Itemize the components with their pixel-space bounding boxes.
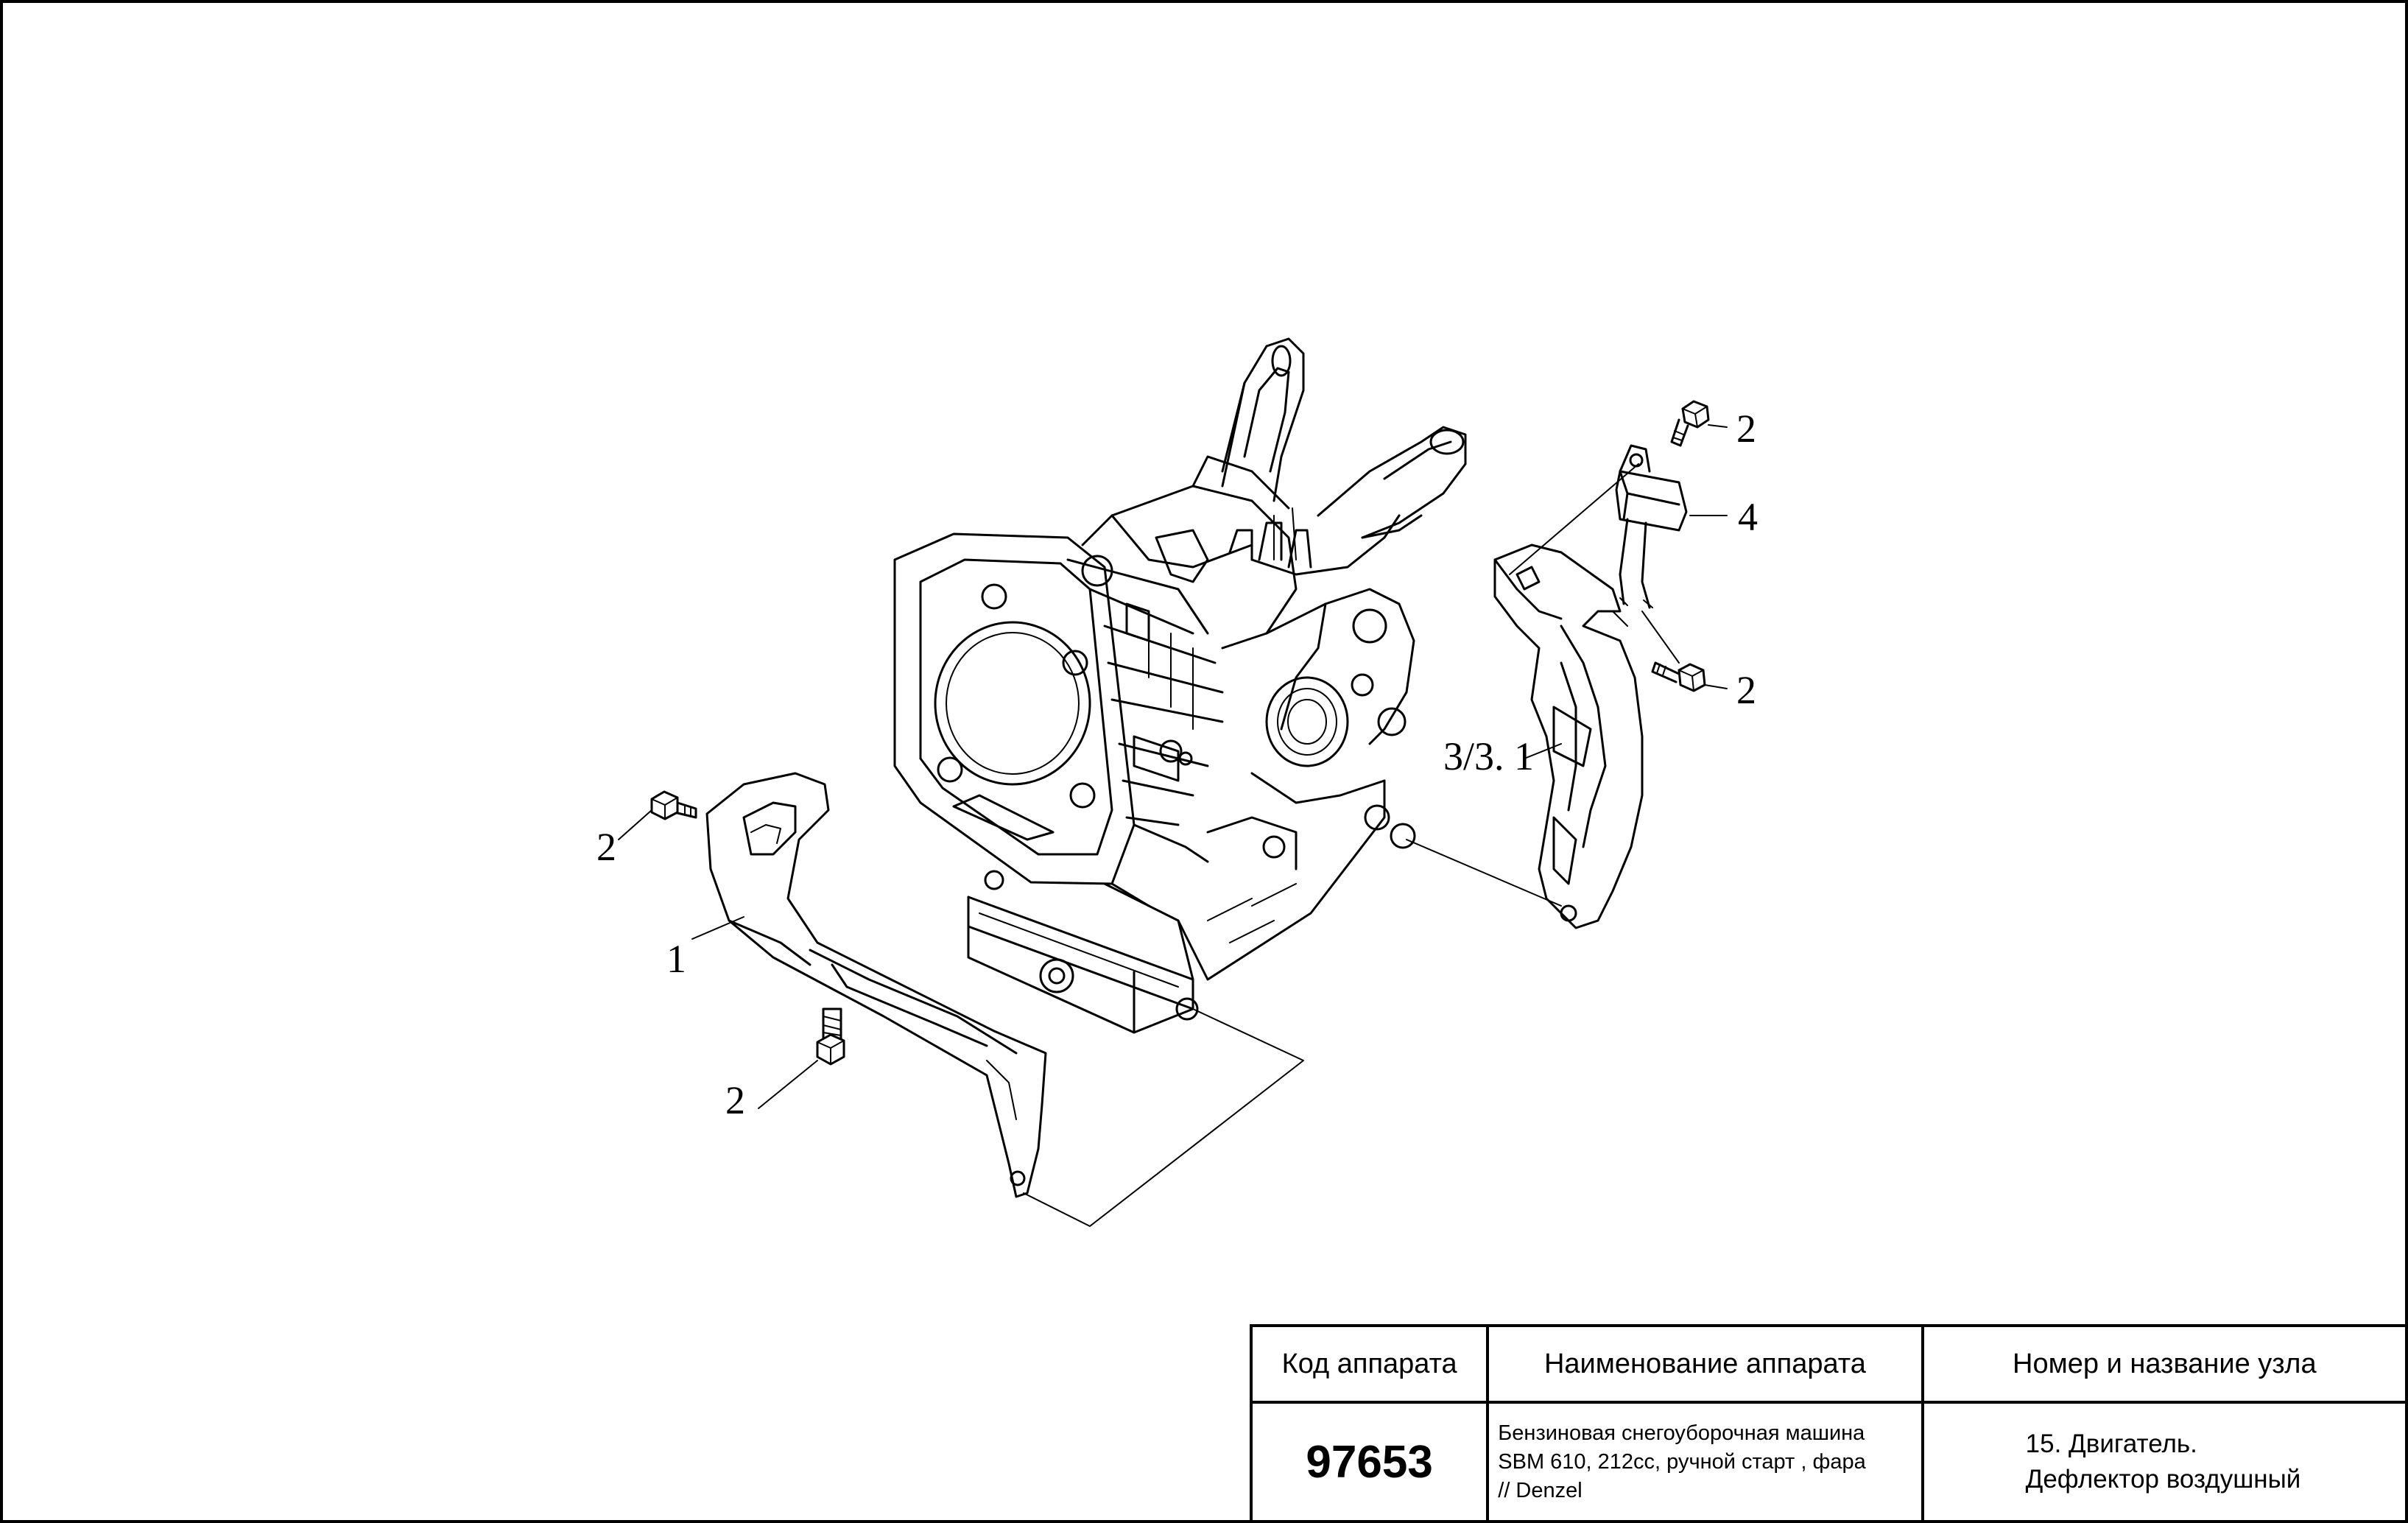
callout-4[interactable]: 4 — [1738, 495, 1758, 539]
header-device-code: Код аппарата — [1249, 1324, 1490, 1404]
ignition-module — [1615, 444, 1688, 609]
callout-3[interactable]: 3/3. 1 — [1443, 734, 1534, 778]
callout-2-bottom[interactable]: 2 — [725, 1078, 745, 1122]
bolt-left — [650, 790, 697, 820]
callout-1[interactable]: 1 — [666, 937, 686, 981]
device-name-line-2: SBM 610, 212cc, ручной старт , фара — [1498, 1449, 1866, 1474]
engine-block — [893, 337, 1467, 1034]
side-cover-right — [1493, 544, 1644, 929]
air-deflector-left — [705, 772, 1047, 1198]
callout-2-top[interactable]: 2 — [1736, 407, 1756, 451]
node-line-2: Дефлектор воздушный — [2025, 1465, 2301, 1494]
node-name: 15. Двигатель. Дефлектор воздушный — [1921, 1401, 2408, 1523]
device-name: Бензиновая снегоуборочная машина SBM 610… — [1486, 1401, 1924, 1523]
device-code: 97653 — [1249, 1401, 1490, 1523]
callout-labels: 2 4 2 3/3. 1 2 1 2 — [596, 407, 1758, 1122]
header-node: Номер и название узла — [1921, 1324, 2408, 1404]
callout-2-left[interactable]: 2 — [596, 825, 616, 869]
device-name-line-1: Бензиновая снегоуборочная машина — [1498, 1421, 1865, 1445]
header-device-name: Наименование аппарата — [1486, 1324, 1924, 1404]
node-line-1: 15. Двигатель. — [2025, 1429, 2197, 1458]
title-block: Код аппарата Наименование аппарата Номер… — [1249, 1324, 2408, 1523]
bolt-bottom — [816, 1007, 845, 1066]
device-name-line-3: // Denzel — [1498, 1478, 1583, 1502]
leader-lines[interactable] — [618, 424, 1728, 1227]
bolt-right — [1651, 661, 1706, 692]
bolt-top — [1670, 400, 1710, 447]
callout-2-right[interactable]: 2 — [1736, 668, 1756, 712]
